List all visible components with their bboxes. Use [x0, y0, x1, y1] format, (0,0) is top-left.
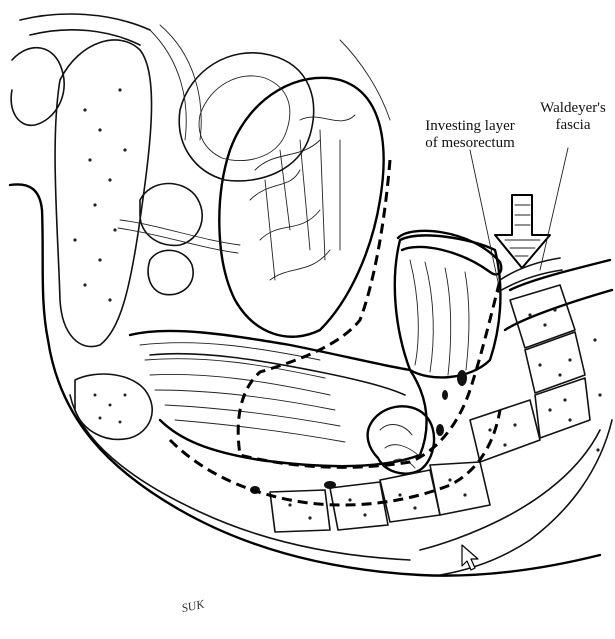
waldeyer-label-line2: fascia — [532, 117, 614, 134]
investing-layer-dashed — [238, 160, 500, 467]
bladder-folds — [250, 115, 355, 280]
waldeyer-fascia-label: Waldeyer's fascia — [532, 100, 614, 134]
investing-label-line2: of mesorectum — [400, 135, 540, 152]
rectum-wall-lines — [410, 260, 469, 375]
inner-body-contour — [70, 395, 410, 560]
small-round-organ-2 — [148, 250, 193, 294]
investing-layer-label: Investing layer of mesorectum — [400, 118, 540, 152]
rectum-muscle-striations — [140, 343, 345, 442]
peritoneal-folds — [150, 25, 390, 140]
upper-organ-inner — [199, 76, 290, 161]
waldeyer-arrow — [495, 195, 550, 268]
perineal-texture — [94, 394, 127, 424]
waldeyer-label-line1: Waldeyer's — [532, 100, 614, 117]
upper-left-top-curve — [20, 14, 150, 45]
pubic-bone-texture — [73, 88, 126, 301]
rectum-upper — [395, 235, 501, 377]
pubic-bone — [55, 40, 151, 347]
bladder — [219, 78, 383, 337]
waldeyer-leader-line — [540, 148, 568, 270]
coccyx-region — [420, 430, 600, 550]
investing-label-line1: Investing layer — [400, 118, 540, 135]
small-round-organ — [140, 184, 202, 246]
